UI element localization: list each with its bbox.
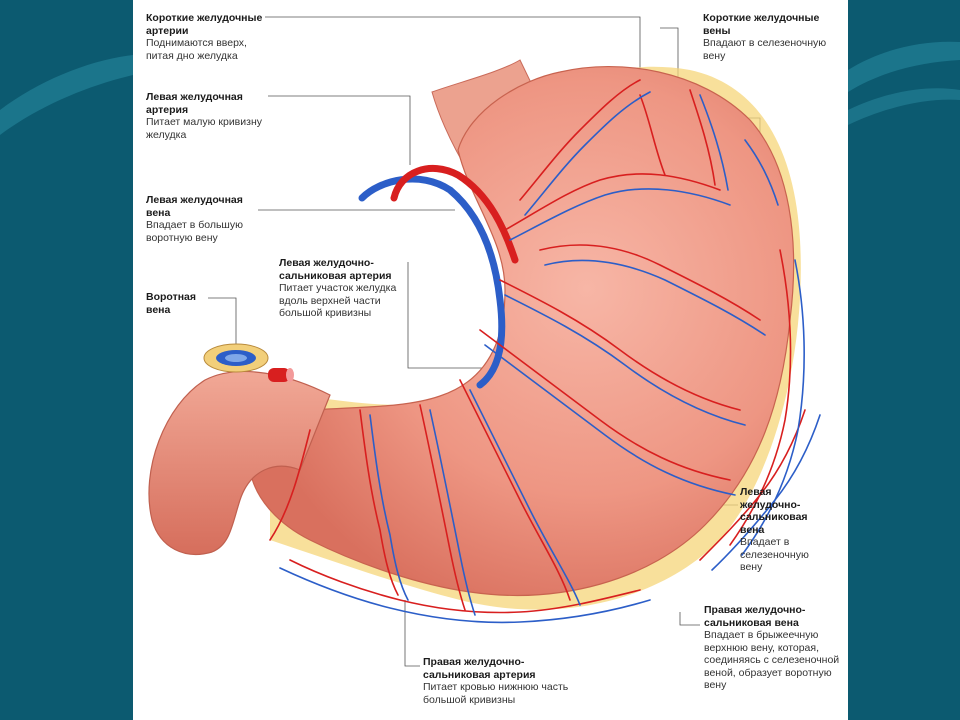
label-title: Правая желудочно-сальниковая вена [704,604,806,629]
label-description: Питает кровью нижнюю часть большой криви… [423,681,569,706]
stomach-body [248,65,795,596]
label-description: Питает малую кривизну желудка [146,116,262,141]
label-description: Поднимаются вверх, питая дно желудка [146,37,247,62]
label-portal-vein: Воротная вена [146,291,210,316]
label-right-gastroepiploic-artery: Правая желудочно-сальниковая артерия Пит… [423,656,573,706]
label-title: Воротная вена [146,291,197,316]
leader-right-ge-vein [679,612,700,626]
label-title: Левая желудочно-сальниковая вена [740,486,808,536]
label-title: Короткие желудочные артерии [146,12,263,37]
label-left-gastroepiploic-vein: Левая желудочно-сальниковая вена Впадает… [740,486,832,574]
label-title: Левая желудочно-сальниковая артерия [279,257,392,282]
artery-cut [268,368,290,382]
label-title: Короткие желудочные вены [703,12,820,37]
vein-network [279,91,821,624]
label-short-gastric-veins: Короткие желудочные вены Впадают в селез… [703,12,841,62]
label-title: Левая желудочная вена [146,194,243,219]
label-description: Впадает в селезеночную вену [740,536,809,573]
artery-network [269,79,806,614]
label-right-gastroepiploic-vein: Правая желудочно-сальниковая вена Впадае… [704,604,844,692]
leader-short-arteries [265,16,641,80]
label-title: Левая желудочная артерия [146,91,243,116]
label-title: Правая желудочно-сальниковая артерия [423,656,536,681]
leader-left-gastric-artery [268,95,411,165]
leader-left-ge-artery [407,262,495,369]
label-description: Впадает в брыжеечную верхнюю вену, котор… [704,629,840,691]
label-description: Впадает в большую воротную вену [146,219,243,244]
label-description: Впадают в селезеночную вену [703,37,827,62]
label-description: Питает участок желудка вдоль верхней час… [279,282,397,319]
label-left-gastric-artery: Левая желудочная артерия Питает малую кр… [146,91,264,141]
leader-portal-vein [208,297,237,355]
label-short-gastric-arteries: Короткие желудочные артерии Поднимаются … [146,12,266,62]
left-gastric-artery [390,164,519,264]
leader-right-ge-artery [404,600,420,667]
duodenum [148,370,331,556]
label-left-gastroepiploic-artery: Левая желудочно-сальниковая артерия Пита… [279,257,409,320]
label-left-gastric-vein: Левая желудочная вена Впадает в большую … [146,194,258,244]
